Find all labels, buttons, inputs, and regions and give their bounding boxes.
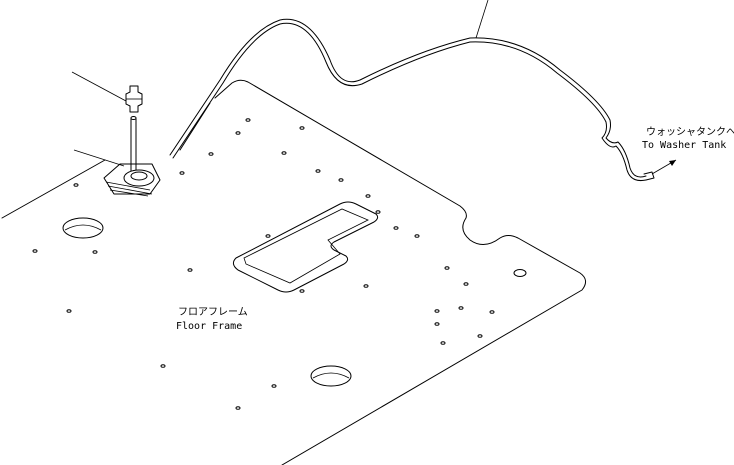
floor-frame-plate <box>1 79 586 465</box>
floor-frame-label-en: Floor Frame <box>176 321 242 332</box>
nozzle-assembly <box>71 71 161 197</box>
center-cutout <box>232 201 379 293</box>
washer-hose <box>169 0 655 181</box>
washer-tank-label-en: To Washer Tank <box>642 140 726 151</box>
washer-tank-label-jp: ウォッシャタンクへ <box>646 126 734 138</box>
leader-arrow <box>651 159 677 175</box>
small-holes <box>32 118 495 410</box>
center-cutout-inner <box>243 208 369 284</box>
floor-frame-label-jp: フロアフレーム <box>178 306 248 318</box>
large-holes <box>62 217 527 387</box>
